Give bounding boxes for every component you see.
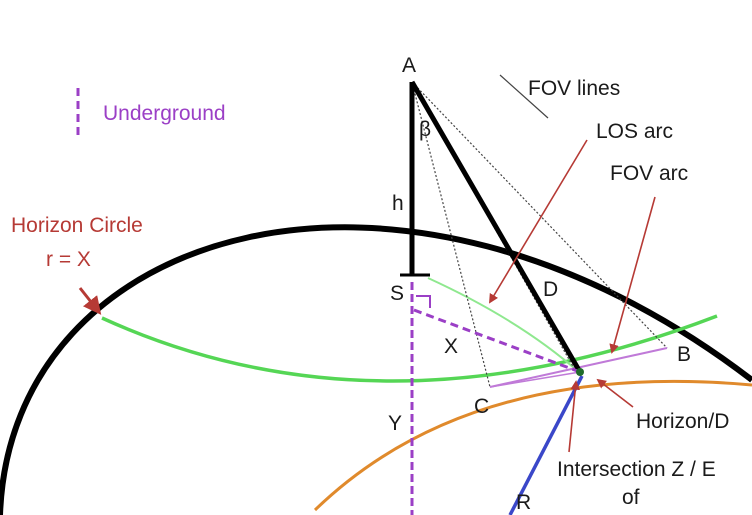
- fov-line-1: [411, 81, 491, 388]
- intersection-arrow: [568, 380, 581, 453]
- fov-line-2: [411, 81, 668, 349]
- label-b: B: [677, 343, 691, 366]
- intersection-of-label: of: [622, 486, 640, 509]
- horizon-circle-radius-label: r = X: [46, 248, 91, 271]
- horizon-d-label: Horizon/D: [636, 410, 729, 433]
- horizon-circle-label: Horizon Circle: [11, 214, 143, 237]
- los-arc-label: LOS arc: [596, 120, 673, 143]
- label-r: R: [516, 491, 531, 514]
- label-h: h: [392, 192, 404, 215]
- label-d: D: [543, 278, 558, 301]
- label-s: S: [390, 282, 404, 305]
- label-x: X: [444, 335, 458, 358]
- los-arc-arrow: [489, 139, 588, 304]
- earth-circle: [0, 224, 752, 515]
- right-angle-marker: [416, 295, 431, 308]
- intersection-label: Intersection Z / E: [557, 458, 716, 481]
- label-y: Y: [388, 412, 402, 435]
- los-arc: [427, 277, 581, 374]
- orange-arc: [313, 379, 752, 512]
- fov-arc-arrow: [609, 196, 656, 354]
- los-line-d: [409, 80, 583, 374]
- fov-arc-label: FOV arc: [610, 162, 688, 185]
- horizon-d-arrow: [596, 378, 634, 408]
- horizon-circle-arrow: [78, 287, 102, 315]
- label-a: A: [402, 54, 416, 77]
- horizon-point: [576, 368, 584, 376]
- fov-lines-legend-line: [499, 74, 549, 119]
- label-beta: β: [419, 118, 431, 141]
- horizon-circle: [101, 314, 718, 383]
- fov-lines-label: FOV lines: [528, 77, 620, 100]
- radius-r-line: [508, 375, 584, 515]
- underground-legend-label: Underground: [103, 102, 226, 125]
- underground-x-line: [413, 308, 581, 374]
- label-c: C: [474, 395, 489, 418]
- c-to-d-line: [489, 371, 581, 388]
